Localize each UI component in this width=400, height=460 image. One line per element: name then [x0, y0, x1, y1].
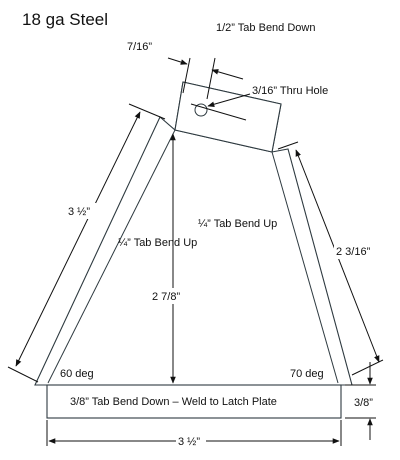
- tab-width-label: 7/16”: [127, 41, 152, 53]
- tab-height-label: 3/8”: [354, 397, 373, 409]
- left-side-length-label: 3 ½”: [68, 206, 90, 218]
- thru-hole-leader: [207, 93, 251, 107]
- tab-width-arrow-right: [211, 69, 244, 80]
- bottom-tab-label: 3/8” Tab Bend Down – Weld to Latch Plate: [70, 396, 277, 408]
- left-angle-label: 60 deg: [60, 368, 94, 380]
- tab-width-ext-right: [206, 57, 216, 100]
- thru-hole-icon: [194, 103, 208, 117]
- bottom-tab: [46, 384, 342, 419]
- right-side-length-label: 2 3/16”: [336, 246, 371, 258]
- height-label: 2 7/8”: [152, 291, 180, 303]
- left-side-ext-top: [128, 103, 166, 120]
- left-side-ext-bottom: [7, 366, 39, 383]
- tab-width-ext-left: [182, 57, 191, 94]
- bracket-body: [34, 116, 353, 386]
- base-width-label: 3 ½”: [178, 436, 200, 448]
- left-side-label-bg: [66, 203, 96, 219]
- height-label-bg: [150, 288, 196, 304]
- right-side-ext-bottom: [351, 359, 384, 376]
- top-tab-label: 1/2” Tab Bend Down: [216, 22, 315, 34]
- left-tab-bend-label: ¼” Tab Bend Up: [118, 237, 197, 249]
- right-side-label-bg: [334, 243, 384, 259]
- left-side-dim-line: [15, 111, 141, 367]
- hole-centerline: [190, 103, 247, 121]
- base-width-label-bg: [176, 433, 206, 449]
- tab-width-arrow-left: [167, 57, 188, 65]
- right-angle-label: 70 deg: [290, 368, 324, 380]
- right-side-ext-top: [277, 141, 299, 150]
- thru-hole-label: 3/16” Thru Hole: [252, 85, 328, 97]
- right-tab-bend-label: ¼” Tab Bend Up: [198, 218, 277, 230]
- top-tab-overlay: [174, 81, 282, 153]
- drawing-title: 18 ga Steel: [22, 10, 108, 29]
